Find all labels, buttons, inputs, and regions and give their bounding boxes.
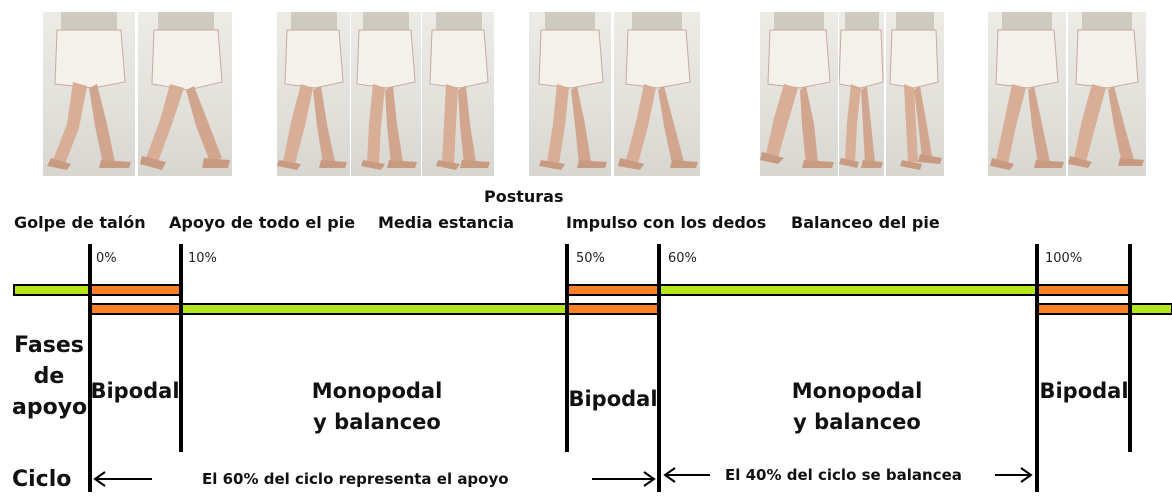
photo-swing-a <box>988 12 1066 176</box>
arrow-apoyo-right-head-icon <box>643 471 656 487</box>
phase-bipodal-3: Bipodal <box>1039 379 1129 403</box>
lower-bar-orange-3 <box>1036 303 1131 315</box>
phase-bipodal-2: Bipodal <box>568 387 658 411</box>
phase-monopodal-1-line2: y balanceo <box>313 410 441 434</box>
walking-legs-icon <box>760 12 834 168</box>
lower-bar-green-1 <box>180 303 568 315</box>
phase-bipodal-1: Bipodal <box>90 379 180 403</box>
postures-title: Posturas <box>484 187 564 206</box>
percent-0: 0% <box>96 251 117 266</box>
walking-legs-icon <box>618 12 698 170</box>
posture-label-swing: Balanceo del pie <box>791 213 940 232</box>
photo-heel-strike-a <box>43 12 135 176</box>
lower-bar-orange-1 <box>89 303 182 315</box>
walking-legs-icon <box>277 12 347 170</box>
row-label-fases: Fases de apoyo <box>12 330 88 423</box>
walking-legs-icon <box>889 12 942 170</box>
phase-monopodal-2-line1: Monopodal <box>791 379 923 403</box>
walking-legs-icon <box>990 12 1064 170</box>
row-label-ciclo: Ciclo <box>12 467 72 492</box>
upper-bar-green-2 <box>658 284 1038 296</box>
walking-legs-icon <box>1068 12 1144 168</box>
walking-legs-icon <box>140 12 230 170</box>
posture-label-foot-flat: Apoyo de todo el pie <box>169 213 356 232</box>
cycle-note-balanceo: El 40% del ciclo se balancea <box>725 466 962 484</box>
percent-10: 10% <box>188 251 217 266</box>
upper-bar-orange-1 <box>89 284 182 296</box>
lower-bar-orange-2 <box>566 303 660 315</box>
photo-foot-flat-c <box>422 12 494 176</box>
photo-toe-off-b <box>839 12 884 176</box>
photo-foot-flat-b <box>351 12 421 176</box>
arrow-balanceo-left-head-icon <box>663 467 676 483</box>
photo-midstance-b <box>614 12 700 176</box>
phase-monopodal-1-line1: Monopodal <box>311 379 443 403</box>
row-label-fases-line1: Fases <box>14 333 84 358</box>
phase-monopodal-2-line2: y balanceo <box>793 410 921 434</box>
posture-label-toe-off: Impulso con los dedos <box>566 213 767 232</box>
percent-100: 100% <box>1045 251 1083 266</box>
photo-toe-off-c <box>886 12 944 176</box>
posture-label-heel-strike: Golpe de talón <box>14 213 146 232</box>
upper-bar-orange-2 <box>566 284 660 296</box>
walking-legs-icon <box>429 12 490 170</box>
percent-60: 60% <box>668 251 697 266</box>
walking-legs-icon <box>538 12 607 170</box>
phase-monopodal-1: Monopodal y balanceo <box>272 376 482 438</box>
photo-toe-off-a <box>760 12 838 176</box>
photo-foot-flat-a <box>277 12 350 176</box>
row-label-fases-line3: apoyo <box>12 395 88 420</box>
photo-swing-b <box>1068 12 1146 176</box>
photo-heel-strike-b <box>138 12 232 176</box>
percent-50: 50% <box>576 251 605 266</box>
walking-legs-icon <box>839 12 884 168</box>
phase-monopodal-2: Monopodal y balanceo <box>752 376 962 438</box>
walking-legs-icon <box>356 12 417 170</box>
walking-legs-icon <box>47 12 131 170</box>
arrow-apoyo-left-head-icon <box>93 471 106 487</box>
posture-label-midstance: Media estancia <box>378 213 515 232</box>
arrow-balanceo-right-head-icon <box>1020 467 1033 483</box>
row-label-fases-line2: de <box>33 364 65 389</box>
upper-bar-orange-3 <box>1036 284 1131 296</box>
upper-bar-green-1 <box>13 284 91 296</box>
cycle-note-apoyo: El 60% del ciclo representa el apoyo <box>202 470 509 488</box>
lower-bar-green-2 <box>1129 303 1172 315</box>
photo-midstance-a <box>529 12 611 176</box>
